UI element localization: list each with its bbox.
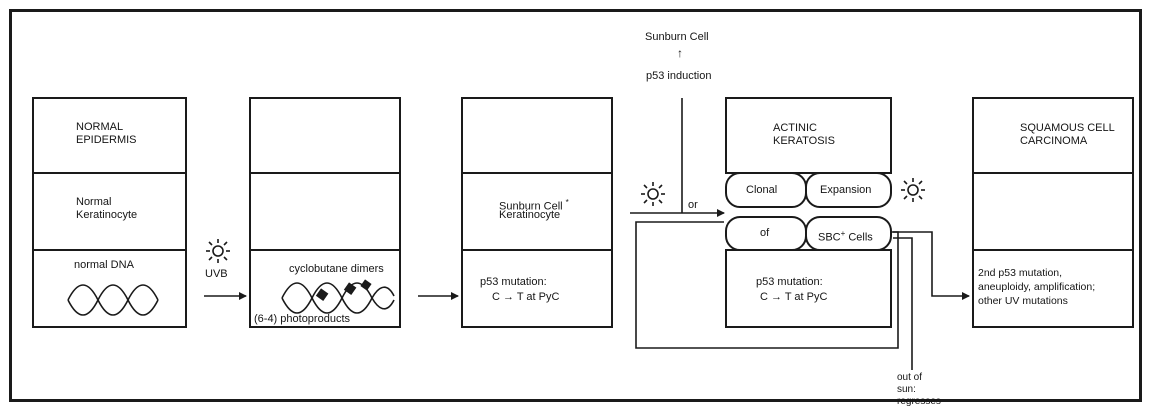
dimer-lesion-1 <box>316 288 329 301</box>
top-sunburn-cell-label: Sunburn Cell <box>645 31 709 44</box>
normal-dna-strand-a <box>68 285 158 315</box>
or-label: or <box>688 199 698 212</box>
uvb-label: UVB <box>205 268 228 281</box>
stage4-mutation-line1: p53 mutation: <box>756 276 823 289</box>
stage5-mutation-line3: other UV mutations <box>978 295 1068 308</box>
stage4-mutation-line2: C → T at PyC <box>760 291 827 304</box>
normal-dna-strand-b <box>68 285 158 315</box>
stage1-title-line2: EPIDERMIS <box>76 134 137 147</box>
damaged-dna-strand-a <box>282 283 394 313</box>
stage3-mutation-line1: p53 mutation: <box>480 276 547 289</box>
stage5-mutation-line2: aneuploidy, amplification; <box>978 281 1095 294</box>
stage1-dna-label: normal DNA <box>74 259 134 272</box>
stage5-title-line2: CARCINOMA <box>1020 135 1087 148</box>
stage1-cell-line1: Normal <box>76 196 111 209</box>
stage5-title-line1: SQUAMOUS CELL <box>1020 122 1115 135</box>
stage4-of-label: of <box>760 227 769 240</box>
regress-line2: sun: <box>897 384 916 396</box>
sbc-to-carcinoma <box>893 232 969 296</box>
sun-icon-expansion <box>901 178 925 202</box>
stage5-mutation-line1: 2nd p53 mutation, <box>978 267 1062 280</box>
stage2-photoproducts-label: (6-4) photoproducts <box>254 313 350 326</box>
regress-line3: regresses <box>897 396 941 408</box>
sun-icon-branch <box>641 182 665 206</box>
regress-line1: out of <box>897 372 922 384</box>
stage5-middle-box <box>973 173 1133 250</box>
stage2-dimers-label: cyclobutane dimers <box>289 263 384 276</box>
up-arrow-glyph: ↑ <box>677 47 683 60</box>
stage4-expansion-label: Expansion <box>820 184 871 197</box>
dimer-lesion-2 <box>344 282 357 295</box>
stage2-epidermis-box <box>250 98 400 173</box>
dimer-lesion-3 <box>360 279 371 290</box>
damaged-dna-strand-b <box>282 283 394 313</box>
stage4-title-line1: ACTINIC <box>773 122 817 135</box>
stage3-cell-line2: Keratinocyte <box>499 209 560 222</box>
stage1-title-line1: NORMAL <box>76 121 123 134</box>
p53-induction-label: p53 induction <box>646 70 711 83</box>
stage4-clonal-label: Clonal <box>746 184 777 197</box>
sbc-to-regress <box>893 238 912 370</box>
sun-icon-uvb <box>206 239 230 263</box>
stage4-sbc-label: SBC+ Cells <box>818 227 873 245</box>
stage2-keratinocyte-box <box>250 173 400 250</box>
stage1-cell-line2: Keratinocyte <box>76 209 137 222</box>
stage4-title-line2: KERATOSIS <box>773 135 835 148</box>
stage3-mutation-line2: C → T at PyC <box>492 291 559 304</box>
stage3-epidermis-box <box>462 98 612 173</box>
